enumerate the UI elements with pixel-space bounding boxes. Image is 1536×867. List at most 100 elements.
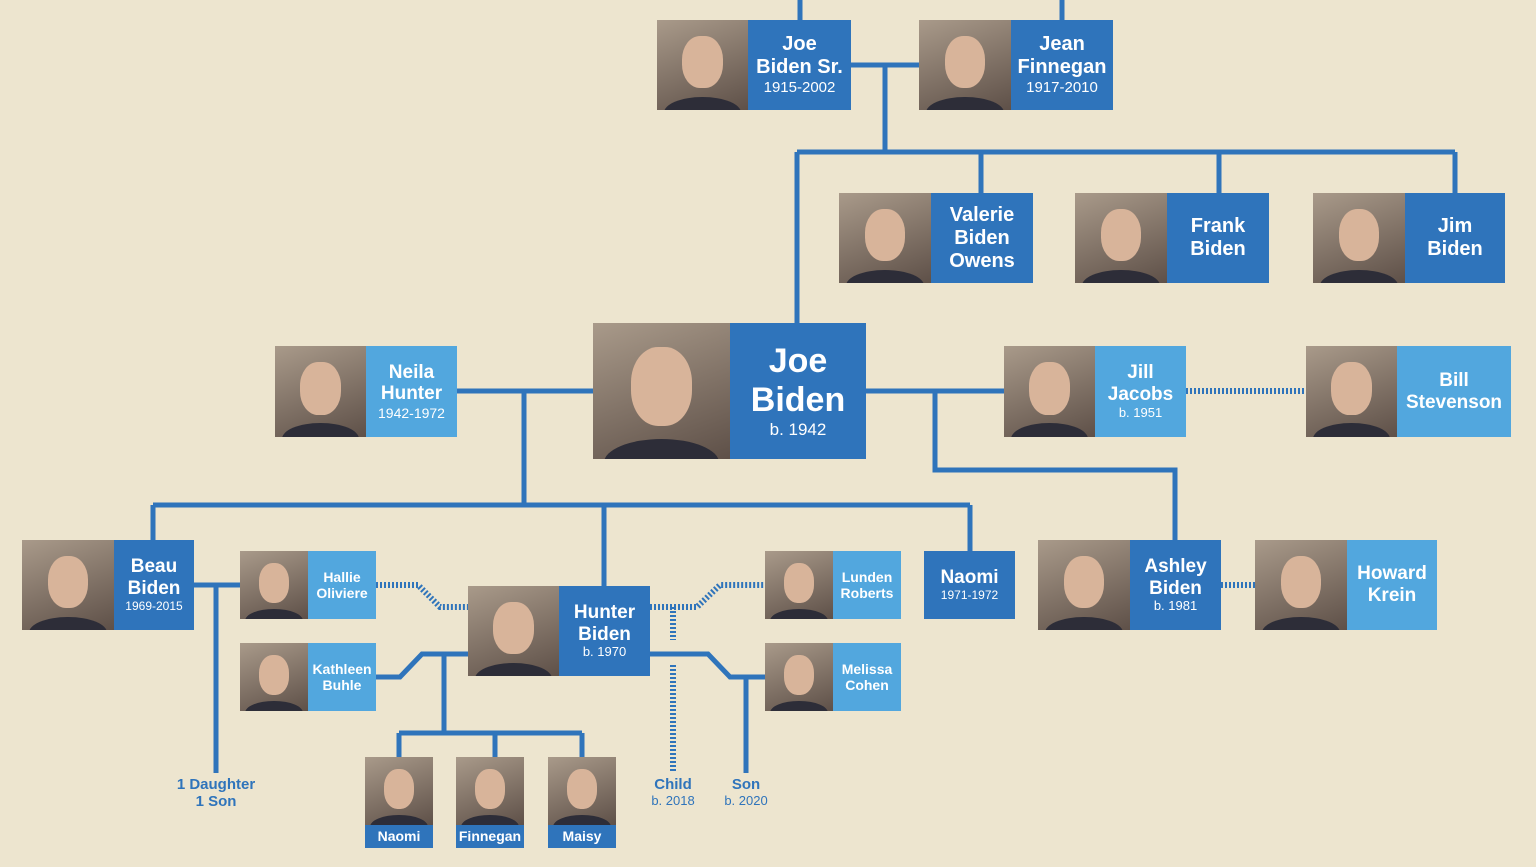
photo-face (944, 36, 986, 89)
person-name: Buhle (322, 677, 362, 693)
person-dates: b. 1951 (1118, 404, 1163, 420)
grandchild-card-maisy[interactable]: Maisy (548, 757, 616, 848)
person-dates: 1942-1972 (378, 405, 445, 422)
photo-face (259, 563, 289, 603)
photo-shoulders (926, 96, 1004, 110)
photo-shoulders (664, 96, 741, 110)
photo-shoulders (370, 814, 428, 825)
photo-shoulders (846, 269, 924, 283)
grandchild-name: Naomi (365, 825, 433, 848)
person-photo (839, 193, 931, 283)
photo-face (567, 769, 597, 809)
photo-face (1280, 556, 1322, 609)
son-2020-note: Son b. 2020 (724, 776, 768, 808)
person-photo (365, 757, 433, 825)
grandchild-card-naomi[interactable]: Naomi (365, 757, 433, 848)
person-photo (1075, 193, 1167, 283)
person-name: Bill (1439, 369, 1469, 391)
photo-face (682, 36, 723, 89)
note-line: 1 Daughter (176, 776, 256, 793)
person-name: Biden (127, 578, 181, 600)
photo-shoulders (1082, 269, 1160, 283)
grandchild-card-finnegan[interactable]: Finnegan (456, 757, 524, 848)
connector (794, 0, 1458, 323)
person-photo (548, 757, 616, 825)
person-name: Jim (1437, 215, 1473, 237)
person-name: Oliviere (316, 585, 368, 601)
person-photo (1004, 346, 1095, 437)
photo-shoulders (1045, 616, 1123, 630)
person-photo (593, 323, 730, 459)
photo-shoulders (1011, 423, 1088, 437)
photo-shoulders (1320, 269, 1398, 283)
person-name: Frank (1190, 215, 1246, 237)
person-photo (1313, 193, 1405, 283)
beau-children-note: 1 Daughter 1 Son (176, 776, 256, 810)
photo-face (475, 769, 505, 809)
note-label: Son (731, 776, 761, 793)
person-name: Ashley (1144, 555, 1207, 577)
person-photo (275, 346, 366, 437)
connector (376, 651, 585, 757)
dotted-connector (376, 582, 468, 610)
person-dates: 1969-2015 (125, 598, 183, 613)
photo-face (1063, 556, 1105, 609)
person-dates: b. 1942 (769, 420, 827, 440)
person-photo (1038, 540, 1130, 630)
person-name: Neila (388, 361, 435, 383)
connector (866, 388, 1178, 540)
photo-shoulders (770, 608, 828, 619)
photo-shoulders (29, 616, 107, 630)
photo-shoulders (1313, 423, 1390, 437)
person-photo (240, 551, 308, 619)
person-name: Owens (949, 249, 1015, 272)
child-2018-note: Child b. 2018 (651, 776, 694, 808)
dotted-connector (650, 582, 765, 773)
person-photo (657, 20, 748, 110)
photo-shoulders (603, 438, 720, 459)
person-name: Hallie (323, 568, 361, 585)
person-name: Valerie (949, 203, 1015, 226)
photo-face (1100, 209, 1142, 262)
photo-face (1029, 362, 1070, 416)
person-dates: 1915-2002 (763, 79, 836, 97)
photo-face (384, 769, 414, 809)
person-photo (1255, 540, 1347, 630)
photo-shoulders (553, 814, 611, 825)
connector (194, 582, 240, 773)
person-name: Jean (1039, 33, 1085, 56)
photo-face (259, 655, 289, 695)
photo-face (784, 563, 814, 603)
note-dates: b. 2020 (724, 792, 768, 808)
person-name: Roberts (840, 585, 894, 601)
person-name: Biden (1149, 577, 1202, 599)
